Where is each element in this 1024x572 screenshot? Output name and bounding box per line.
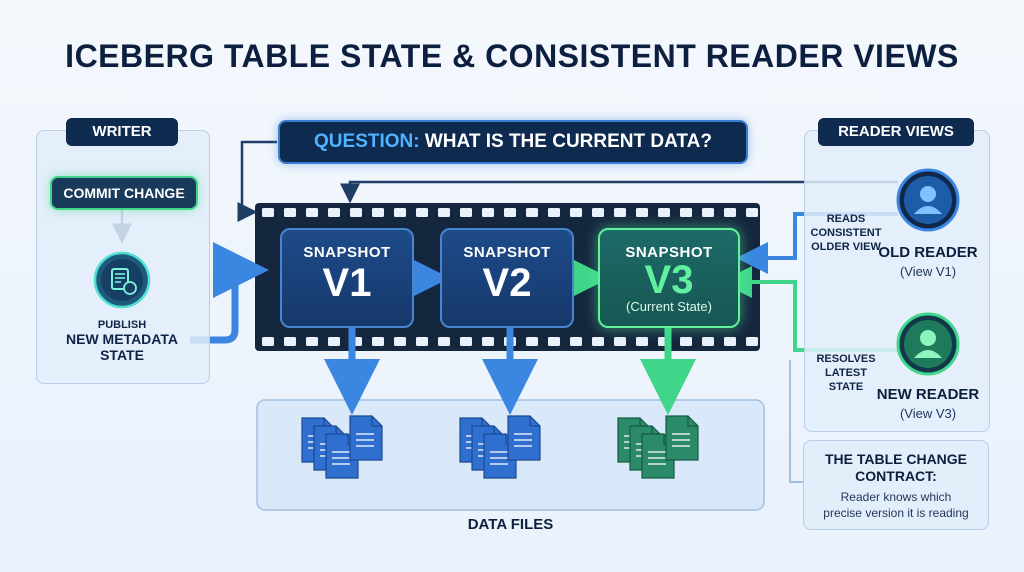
film-hole — [636, 337, 648, 346]
film-hole — [526, 208, 538, 217]
arrow-old-reader-top — [340, 180, 898, 204]
film-hole — [438, 337, 450, 346]
publish-label: PUBLISH — [97, 319, 147, 331]
new-reader-action-2: LATEST — [825, 367, 867, 379]
commit-change-button[interactable]: COMMIT CHANGE — [50, 176, 198, 210]
film-hole — [372, 208, 384, 217]
file-icon — [349, 415, 383, 461]
old-reader-action: READS CONSISTENT OLDER VIEW — [806, 212, 886, 254]
film-hole — [350, 208, 362, 217]
question-prefix: QUESTION: — [314, 131, 420, 152]
film-hole — [416, 208, 428, 217]
snapshot-v3-label: SNAPSHOT — [625, 244, 713, 261]
data-files-label: DATA FILES — [467, 516, 554, 533]
film-hole — [526, 337, 538, 346]
file-icon — [507, 415, 541, 461]
new-reader-name: NEW READER — [876, 386, 980, 403]
film-hole — [614, 337, 626, 346]
contract-text-2: precise version it is reading — [823, 506, 969, 520]
film-hole — [592, 208, 604, 217]
new-reader-view: (View V3) — [899, 406, 957, 421]
metadata-icon — [92, 250, 152, 310]
publish-title-line2: STATE — [100, 347, 144, 363]
snapshot-v1-version: V1 — [322, 261, 372, 305]
film-hole — [614, 208, 626, 217]
snapshot-v1: SNAPSHOT V1 — [280, 228, 414, 328]
film-hole — [262, 337, 274, 346]
film-hole — [570, 208, 582, 217]
film-hole — [504, 208, 516, 217]
snapshot-v2: SNAPSHOT V2 — [440, 228, 574, 328]
new-reader-avatar-icon — [896, 312, 960, 376]
snapshot-v2-label: SNAPSHOT — [463, 244, 551, 261]
film-hole — [636, 208, 648, 217]
question-text: WHAT IS THE CURRENT DATA? — [424, 131, 712, 152]
new-reader-action: RESOLVES LATEST STATE — [808, 352, 884, 394]
film-hole — [746, 208, 758, 217]
old-reader-action-1: READS — [826, 213, 866, 225]
contract-panel: THE TABLE CHANGE CONTRACT: Reader knows … — [803, 440, 989, 530]
contract-title-1: THE TABLE CHANGE — [824, 451, 968, 467]
publish-title-line1: NEW METADATA — [66, 331, 178, 347]
old-reader-action-3: OLDER VIEW — [811, 241, 881, 253]
old-reader-avatar-icon — [896, 168, 960, 232]
old-reader-view: (View V1) — [899, 264, 957, 279]
reader-views-panel — [804, 130, 990, 432]
file-icon — [665, 415, 699, 461]
snapshot-v2-version: V2 — [482, 261, 532, 305]
film-hole — [592, 337, 604, 346]
film-hole — [746, 337, 758, 346]
contract-text: Reader knows which precise version it is… — [804, 489, 988, 521]
page-title: ICEBERG TABLE STATE & CONSISTENT READER … — [65, 38, 959, 74]
question-box: QUESTION: WHAT IS THE CURRENT DATA? — [278, 120, 748, 164]
film-hole — [658, 208, 670, 217]
film-hole — [416, 337, 428, 346]
snapshot-v3-version: V3 — [644, 258, 694, 302]
publish-title: NEW METADATA STATE — [46, 331, 198, 363]
film-hole — [702, 208, 714, 217]
reader-views-label: READER VIEWS — [818, 118, 974, 146]
contract-connector — [789, 360, 803, 483]
contract-title-2: CONTRACT: — [855, 468, 937, 484]
film-hole — [482, 208, 494, 217]
film-hole — [394, 337, 406, 346]
snapshot-v3-note: (Current State) — [626, 299, 712, 314]
film-hole — [702, 337, 714, 346]
contract-title: THE TABLE CHANGE CONTRACT: — [804, 451, 988, 485]
arrow-publish — [190, 242, 269, 344]
file-stack-v2 — [459, 415, 541, 479]
film-hole — [724, 337, 736, 346]
film-hole — [460, 208, 472, 217]
writer-label: WRITER — [66, 118, 178, 146]
film-hole — [306, 208, 318, 217]
old-reader-action-2: CONSISTENT — [810, 227, 882, 239]
film-hole — [438, 208, 450, 217]
file-stack-v3 — [617, 415, 699, 479]
film-hole — [328, 337, 340, 346]
arrow-question — [237, 140, 277, 222]
film-hole — [460, 337, 472, 346]
film-hole — [262, 208, 274, 217]
file-stack-v1 — [301, 415, 383, 479]
film-hole — [680, 337, 692, 346]
film-hole — [724, 208, 736, 217]
film-hole — [372, 337, 384, 346]
film-hole — [548, 208, 560, 217]
film-hole — [570, 337, 582, 346]
contract-text-1: Reader knows which — [840, 490, 952, 504]
film-hole — [394, 208, 406, 217]
film-hole — [680, 208, 692, 217]
film-hole — [284, 208, 296, 217]
new-reader-action-1: RESOLVES — [816, 353, 876, 365]
snapshot-v3: SNAPSHOT V3 (Current State) — [598, 228, 740, 328]
snapshot-v1-label: SNAPSHOT — [303, 244, 391, 261]
old-reader-name: OLD READER — [878, 244, 978, 261]
film-hole — [482, 337, 494, 346]
film-hole — [548, 337, 560, 346]
film-hole — [284, 337, 296, 346]
film-hole — [328, 208, 340, 217]
film-hole — [306, 337, 318, 346]
film-perforations-top — [262, 208, 758, 217]
new-reader-action-3: STATE — [828, 381, 864, 393]
